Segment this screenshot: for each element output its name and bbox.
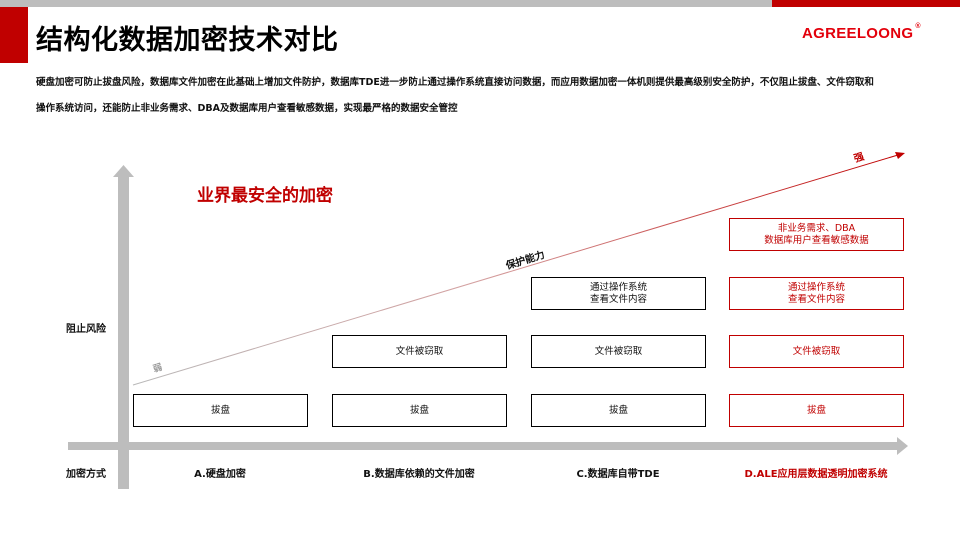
risk-box-d-os-access: 通过操作系统 查看文件内容 (729, 277, 904, 310)
risk-box-c-file-theft: 文件被窃取 (531, 335, 706, 368)
risk-text-line-1: 通过操作系统 (589, 281, 647, 293)
category-label-b: B.数据库依赖的文件加密 (363, 469, 475, 480)
risk-box-a-unplug: 拔盘 (133, 394, 308, 427)
risk-text-line-2: 数据库用户查看敏感数据 (764, 234, 869, 246)
category-label-a: A.硬盘加密 (194, 469, 246, 480)
description-line-1: 硬盘加密可防止拔盘风险，数据库文件加密在此基础上增加文件防护，数据库TDE进一步… (36, 77, 874, 88)
risk-box-d-unplug: 拔盘 (729, 394, 904, 427)
risk-text: 拔盘 (409, 404, 429, 416)
risk-text: 文件被窃取 (594, 345, 643, 357)
risk-text: 拔盘 (806, 404, 826, 416)
page-title: 结构化数据加密技术对比 (36, 25, 339, 56)
description-line-2: 操作系统访问，还能防止非业务需求、DBA及数据库用户查看敏感数据，实现最严格的数… (36, 103, 458, 114)
risk-box-d-file-theft: 文件被窃取 (729, 335, 904, 368)
risk-text: 拔盘 (210, 404, 230, 416)
category-label-c: C.数据库自带TDE (576, 469, 660, 480)
risk-text-line-1: 通过操作系统 (787, 281, 845, 293)
risk-text-line-2: 查看文件内容 (589, 293, 647, 305)
highlight-title: 业界最安全的加密 (197, 186, 333, 206)
risk-text: 文件被窃取 (395, 345, 444, 357)
risk-text: 拔盘 (608, 404, 628, 416)
risk-box-b-file-theft: 文件被窃取 (332, 335, 507, 368)
risk-text-line-1: 非业务需求、DBA (777, 222, 856, 234)
top-bar-red (772, 0, 960, 7)
risk-text: 文件被窃取 (792, 345, 841, 357)
risk-box-b-unplug: 拔盘 (332, 394, 507, 427)
trend-line (132, 152, 905, 386)
brand-name: AGREELOONG (802, 25, 914, 42)
category-label-d: D.ALE应用层数据透明加密系统 (744, 469, 888, 480)
risk-box-c-os-access: 通过操作系统 查看文件内容 (531, 277, 706, 310)
title-accent-block (0, 7, 28, 63)
y-axis-label: 阻止风险 (66, 324, 106, 335)
y-axis-arrow (113, 165, 134, 489)
brand-logo: AGREELOONG® (802, 23, 921, 42)
registered-mark: ® (915, 23, 921, 30)
top-bar-gray (0, 0, 772, 7)
risk-text-line-2: 查看文件内容 (787, 293, 845, 305)
risk-box-c-unplug: 拔盘 (531, 394, 706, 427)
risk-box-d-dba-access: 非业务需求、DBA 数据库用户查看敏感数据 (729, 218, 904, 251)
x-axis-label: 加密方式 (66, 469, 106, 480)
x-axis-arrow (68, 437, 908, 455)
